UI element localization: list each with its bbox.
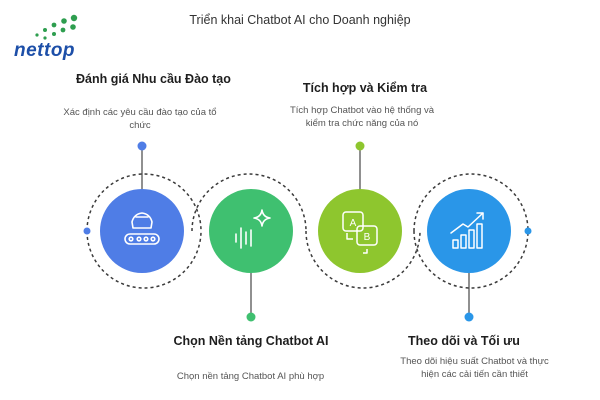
growth-chart-icon xyxy=(450,212,484,249)
step-3-heading: Tích hợp và Kiểm tra xyxy=(302,81,428,95)
arc-1-bottom xyxy=(86,230,202,289)
page-title: Triển khai Chatbot AI cho Doanh nghiệp xyxy=(189,13,411,27)
step-2-description: Chọn nền tảng Chatbot AI phù hợp xyxy=(176,371,325,382)
arc-4-top xyxy=(413,173,529,232)
connector-dot-1 xyxy=(137,141,147,151)
step-3-description: Tích hợp Chatbot vào hệ thống và kiểm tr… xyxy=(289,105,435,129)
end-dot xyxy=(524,227,532,235)
step-2-heading: Chọn Nền tảng Chatbot AI xyxy=(173,334,329,348)
conveyor-training-icon xyxy=(124,212,160,245)
step-4-description: Theo dõi hiệu suất Chatbot và thực hiện … xyxy=(400,356,549,380)
start-dot xyxy=(83,227,91,235)
glyph-b: B xyxy=(364,232,371,243)
arc-2-top xyxy=(191,173,307,232)
connector-dot-2 xyxy=(246,312,256,322)
glyph-a: A xyxy=(350,218,357,229)
connector-dot-3 xyxy=(355,141,365,151)
translate-ab-icon xyxy=(342,211,378,254)
step-4-heading: Theo dõi và Tối ưu xyxy=(408,334,520,348)
arc-3-bottom xyxy=(305,230,421,289)
step-1-heading: Đánh giá Nhu cầu Đào tạo xyxy=(76,72,231,86)
logo-text: nettop xyxy=(14,40,76,61)
sparkle-voice-icon xyxy=(235,209,271,249)
step-1-circle xyxy=(100,189,184,273)
connector-dot-4 xyxy=(464,312,474,322)
arc-1-top xyxy=(86,173,202,232)
nettop-logo: nettop xyxy=(12,12,102,62)
arc-4-bottom xyxy=(413,230,529,289)
step-1-description: Xác định các yêu cầu đào tạo của tổ chức xyxy=(63,107,217,131)
